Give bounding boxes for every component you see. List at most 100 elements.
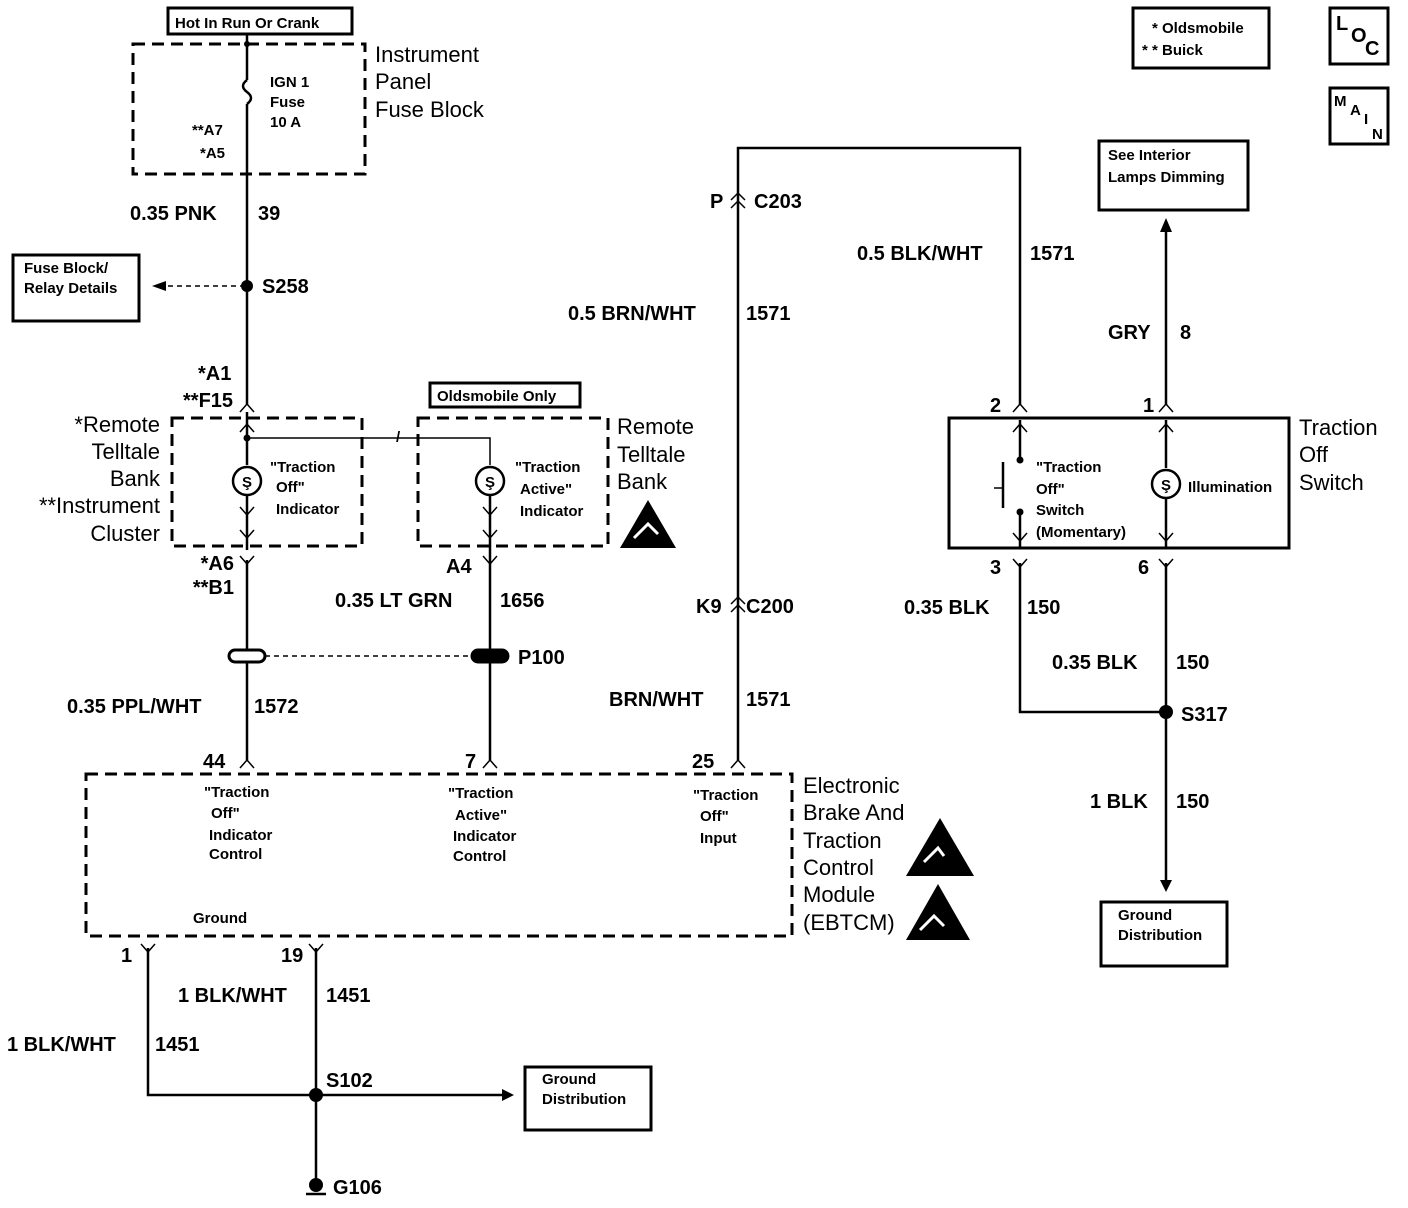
traction-off-indicator-3: Indicator [276, 501, 340, 518]
ebtcm-pin-44: 44 [203, 751, 226, 773]
wire-brn-upper-circuit: 1571 [746, 303, 791, 325]
arrow-down-icon [1160, 880, 1172, 892]
ebtcm-f44-3: Indicator [209, 827, 273, 844]
wire-ppl-gauge: 0.35 PPL/WHT [67, 696, 201, 718]
telltale-right-outline [416, 416, 610, 548]
wire-blk-6-circuit: 150 [1176, 652, 1209, 674]
pin-a6: *A6 [201, 553, 234, 575]
telltale-right-title-1: Remote [617, 414, 694, 439]
switch-pin-3: 3 [990, 557, 1001, 579]
svg-text:O: O [1351, 25, 1367, 47]
ebtcm-title-4: Control [803, 855, 874, 880]
main-icon[interactable]: M A I N [1328, 86, 1390, 146]
wire-pnk-circuit: 39 [258, 203, 280, 225]
g106-label: G106 [333, 1177, 382, 1199]
ebtcm-f7-1: "Traction [448, 785, 513, 802]
wire-gry-gauge: GRY [1108, 322, 1151, 344]
fuse-icon [241, 79, 253, 105]
ebtcm-f25-1: "Traction [693, 787, 758, 804]
diagnostic-icon [906, 818, 974, 876]
wire-blk-1-circuit: 150 [1176, 791, 1209, 813]
loc-icon[interactable]: L O C [1328, 6, 1390, 66]
switch-pin-2: 2 [990, 395, 1001, 417]
traction-switch-title-3: Switch [1299, 470, 1364, 495]
traction-off-switch-box [947, 416, 1291, 550]
switch-label-3: Switch [1036, 502, 1084, 519]
svg-text:S317: S317 [1181, 704, 1228, 726]
svg-text:See Interior: See Interior [1108, 147, 1191, 164]
pin-a4: A4 [446, 556, 472, 578]
ebtcm-title-3: Traction [803, 828, 882, 853]
switch-pin-6: 6 [1138, 557, 1149, 579]
ebtcm-title-2: Brake And [803, 800, 905, 825]
wire-gnd-b-circuit: 1451 [326, 985, 371, 1007]
traction-off-indicator-2: Off" [276, 479, 305, 496]
switch-label-4: (Momentary) [1036, 524, 1126, 541]
legend-box: * Oldsmobile * * Buick [1131, 6, 1271, 70]
hot-in-run-label: Hot In Run Or Crank [166, 6, 354, 36]
wire-blkwht-right-circuit: 1571 [1030, 243, 1075, 265]
fuse-block-title-2: Panel [375, 69, 431, 94]
wire-ltgrn-circuit: 1656 [500, 590, 545, 612]
ground-distribution-right-box[interactable]: Ground Distribution [1099, 900, 1229, 968]
fuse-relay-details-box[interactable]: Fuse Block/ Relay Details [11, 253, 141, 323]
pin-a1: *A1 [198, 363, 231, 385]
ebtcm-f44-1: "Traction [204, 784, 269, 801]
ground-distribution-bottom-box[interactable]: Ground Distribution [523, 1065, 653, 1132]
ebtcm-title-5: Module [803, 882, 875, 907]
svg-text:Ground: Ground [542, 1071, 596, 1088]
svg-text:Ş: Ş [1161, 477, 1171, 494]
ground-g106-icon [306, 1178, 326, 1196]
wire-gnd-b-gauge: 1 BLK/WHT [178, 985, 287, 1007]
ebtcm-pin-7: 7 [465, 751, 476, 773]
fuse-pin-a7: **A7 [192, 122, 223, 139]
ebtcm-title-6: (EBTCM) [803, 910, 895, 935]
svg-text:Distribution: Distribution [1118, 927, 1202, 944]
telltale-left-title-3: Bank [110, 466, 161, 491]
wire-blkwht-right-gauge: 0.5 BLK/WHT [857, 243, 983, 265]
c203-pin: P [710, 191, 723, 213]
wire-gnd-a-gauge: 1 BLK/WHT [7, 1034, 116, 1056]
pin-f15: **F15 [183, 390, 233, 412]
telltale-left-title-4: **Instrument [39, 493, 160, 518]
pin-b1: **B1 [193, 577, 234, 599]
fuse-pin-a5: *A5 [200, 145, 225, 162]
svg-text:Hot In Run Or Crank: Hot In Run Or Crank [175, 15, 320, 32]
ebtcm-f7-3: Indicator [453, 828, 517, 845]
wire-gry-circuit: 8 [1180, 322, 1191, 344]
wire-ltgrn-gauge: 0.35 LT GRN [335, 590, 452, 612]
traction-active-indicator-2: Active" [520, 481, 572, 498]
fuse-block-title-3: Fuse Block [375, 97, 485, 122]
svg-text:Oldsmobile Only: Oldsmobile Only [437, 388, 557, 405]
splice-s102 [309, 1088, 323, 1102]
wire-blk-sw-gauge: 0.35 BLK [904, 597, 990, 619]
ebtcm-outline [84, 772, 794, 938]
interior-lamps-box[interactable]: See Interior Lamps Dimming [1097, 139, 1250, 212]
fuse-label-3: 10 A [270, 114, 301, 131]
telltale-left-title-5: Cluster [90, 521, 160, 546]
ebtcm-f44-4: Control [209, 846, 262, 863]
wire-blk-1-gauge: 1 BLK [1090, 791, 1148, 813]
svg-text:Relay Details: Relay Details [24, 280, 117, 297]
ebtcm-f7-4: Control [453, 848, 506, 865]
svg-text:C: C [1365, 38, 1379, 60]
wire-blk-6-gauge: 0.35 BLK [1052, 652, 1138, 674]
svg-text:S258: S258 [262, 276, 309, 298]
ebtcm-pin-25: 25 [692, 751, 714, 773]
wire-blk-sw-circuit: 150 [1027, 597, 1060, 619]
wire-brn-upper-gauge: 0.5 BRN/WHT [568, 303, 696, 325]
telltale-right-title-2: Telltale [617, 442, 685, 467]
wire-ppl-circuit: 1572 [254, 696, 299, 718]
svg-text:S102: S102 [326, 1070, 373, 1092]
ebtcm-f25-2: Off" [700, 808, 729, 825]
esd-icon [906, 884, 970, 940]
traction-active-indicator-1: "Traction [515, 459, 580, 476]
svg-text:/: / [396, 429, 401, 446]
svg-text:M: M [1334, 93, 1347, 110]
c203-label: C203 [754, 191, 802, 213]
telltale-left-title-1: *Remote [74, 412, 160, 437]
switch-label-1: "Traction [1036, 459, 1101, 476]
legend-buick: * * Buick [1142, 42, 1204, 59]
traction-active-indicator-3: Indicator [520, 503, 584, 520]
